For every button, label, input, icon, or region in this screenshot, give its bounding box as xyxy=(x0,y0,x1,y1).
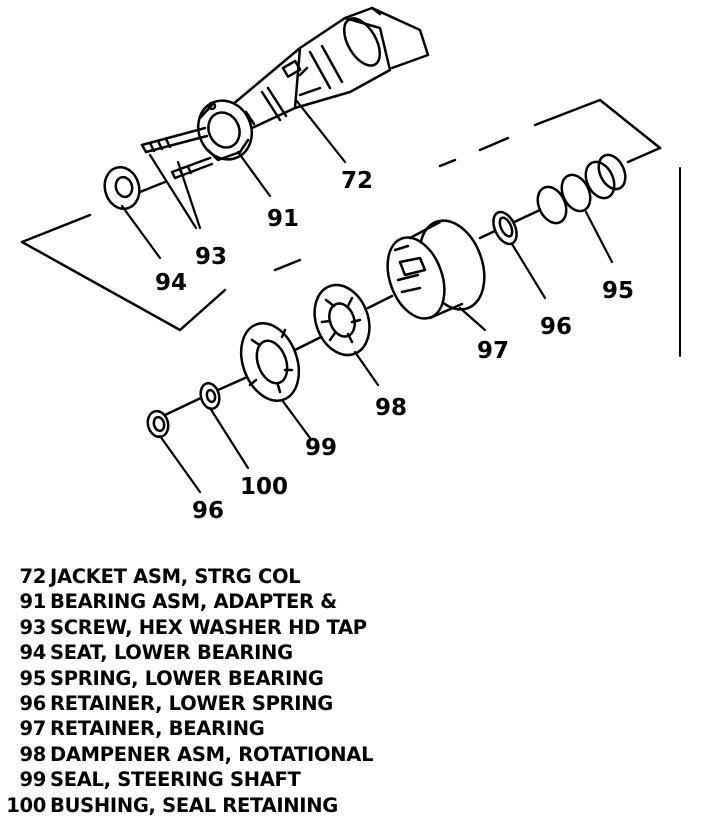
legend-description: RETAINER, LOWER SPRING xyxy=(50,691,333,715)
legend-number: 91 xyxy=(19,590,46,614)
legend-number: 93 xyxy=(19,615,46,639)
legend-description: SCREW, HEX WASHER HD TAP xyxy=(50,615,367,639)
legend-number: 97 xyxy=(19,717,46,741)
legend-description: BEARING ASM, ADAPTER & xyxy=(50,590,337,614)
legend-description: SPRING, LOWER BEARING xyxy=(50,666,324,690)
legend-description: RETAINER, BEARING xyxy=(50,717,265,741)
part-94-seat xyxy=(103,165,141,211)
callout-93: 93 xyxy=(195,244,227,270)
part-96-retainer-lower xyxy=(146,409,170,439)
legend-number: 94 xyxy=(19,641,46,665)
part-91-bearing-adapter xyxy=(196,99,256,162)
legend-description: SEAT, LOWER BEARING xyxy=(50,641,293,665)
legend-number: 99 xyxy=(19,768,46,792)
leader-lines xyxy=(120,98,614,494)
callout-96-upper: 96 xyxy=(540,314,572,340)
callout-97: 97 xyxy=(477,338,509,364)
callout-100: 100 xyxy=(240,474,288,500)
callout-91: 91 xyxy=(267,206,299,232)
assembly-bracket xyxy=(20,98,681,357)
callout-99: 99 xyxy=(305,435,337,461)
legend-number: 96 xyxy=(19,691,46,715)
legend-number: 72 xyxy=(19,565,46,588)
legend-description: BUSHING, SEAL RETAINING xyxy=(50,793,338,817)
callout-98: 98 xyxy=(375,395,407,421)
callout-labels: 72 91 93 94 95 96 97 98 99 100 96 xyxy=(155,168,634,524)
legend-number: 95 xyxy=(19,666,46,690)
legend-description: JACKET ASM, STRG COL xyxy=(50,565,301,588)
part-95-springs xyxy=(536,153,627,225)
exploded-parts-diagram: 72 91 93 94 95 96 97 98 99 100 96 xyxy=(20,6,681,524)
legend-description: SEAL, STEERING SHAFT xyxy=(50,768,301,792)
callout-94: 94 xyxy=(155,270,187,296)
part-99-seal xyxy=(239,322,301,402)
part-100-bushing xyxy=(199,381,221,411)
legend-description: DAMPENER ASM, ROTATIONAL xyxy=(50,742,374,766)
callout-96-lower: 96 xyxy=(192,498,224,524)
callout-72: 72 xyxy=(341,168,373,194)
part-97-bearing-retainer xyxy=(386,219,486,320)
legend-number: 100 xyxy=(6,793,46,817)
part-98-dampener xyxy=(313,283,371,357)
part-96-retainer-upper xyxy=(492,210,518,246)
part-72-jacket xyxy=(230,6,430,130)
callout-95: 95 xyxy=(602,278,634,304)
shaft-axis-line xyxy=(163,208,542,417)
legend-number: 98 xyxy=(19,742,46,766)
